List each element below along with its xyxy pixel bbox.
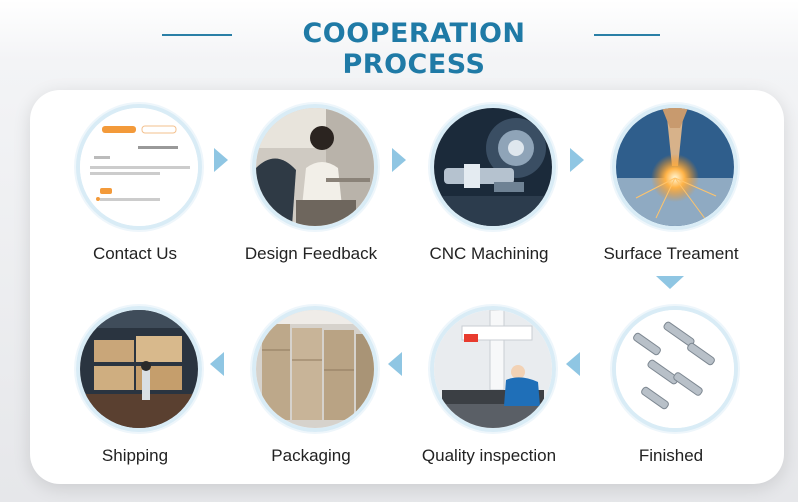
contact-form-image [76,104,202,230]
page-title: COOPERATION PROCESS [302,18,526,80]
step-cnc-machining: CNC Machining [404,104,574,274]
meeting-image [252,104,378,230]
arrow-left-icon [388,352,402,376]
step-design-feedback: Design Feedback [226,104,396,274]
arrow-right-icon [214,148,228,172]
step-label: Finished [638,446,704,465]
step-shipping: Shipping [50,306,220,476]
laser-sparks-image [612,104,738,230]
step-label: Shipping [101,446,169,465]
step-quality-inspection: Quality inspection [404,306,574,476]
metal-parts-image [612,306,738,432]
step-contact-us: Contact Us [50,104,220,274]
arrow-left-icon [566,352,580,376]
section-header: COOPERATION PROCESS [0,18,798,80]
process-card: Contact Us Design Feedback [30,90,784,484]
arrow-down-icon [656,276,684,289]
title-line-left [162,34,232,36]
step-packaging: Packaging [226,306,396,476]
title-line-right [594,34,660,36]
step-label: Quality inspection [421,446,557,465]
step-label: Design Feedback [244,244,378,263]
arrow-right-icon [570,148,584,172]
arrow-left-icon [210,352,224,376]
step-label: Contact Us [92,244,178,263]
container-loading-image [76,306,202,432]
step-surface-treament: Surface Treament [586,104,756,274]
step-finished: Finished [586,306,756,476]
boxes-image [252,306,378,432]
step-label: Packaging [271,446,351,465]
cnc-machine-image [430,104,556,230]
arrow-right-icon [392,148,406,172]
step-label: CNC Machining [429,244,549,263]
cmm-inspection-image [430,306,556,432]
step-label: Surface Treament [603,244,739,263]
